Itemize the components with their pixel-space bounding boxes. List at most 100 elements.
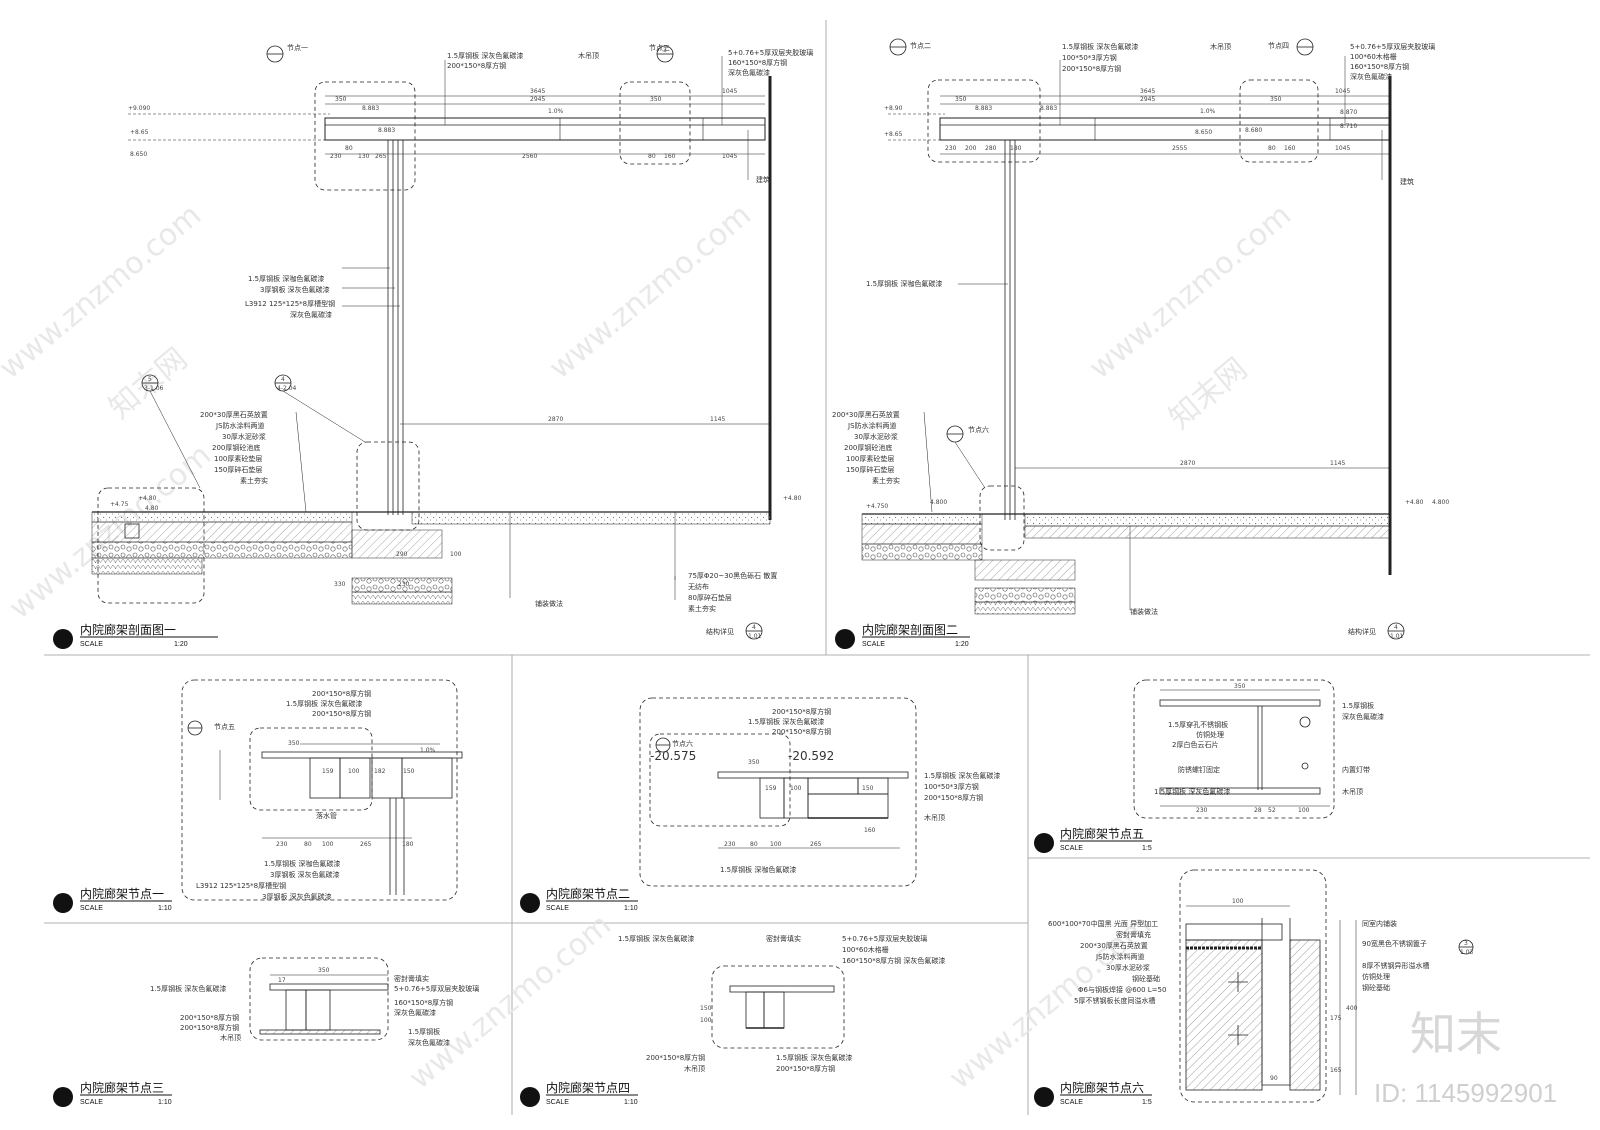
elev-865: +8.65: [130, 129, 149, 136]
span-2870: 2870: [548, 416, 563, 423]
n5-note-6: 防锈螺钉固定: [1178, 765, 1220, 774]
scale-label-4: SCALE: [546, 905, 569, 912]
small-dim-290: 290: [396, 551, 408, 558]
s2-low-200: 200: [965, 145, 977, 152]
title-bullet: [1034, 833, 1054, 853]
n6-note-2: 密封膏填充: [1116, 930, 1151, 939]
n3-note-2: 密封膏填实: [394, 974, 429, 983]
n5-note-9: 木吊顶: [1342, 787, 1363, 796]
title-block-section-2: 内院廊架剖面图二 SCALE 1:20: [835, 622, 970, 649]
s2-wood: 木吊顶: [1210, 42, 1231, 51]
n1-bottom-3: L3912 125*125*8厚槽型钢: [196, 881, 286, 890]
n6-dim-165: 165: [1330, 1067, 1342, 1074]
n5-note-2: 深灰色氟碳漆: [1342, 712, 1384, 721]
s2-layer-1: 200*30厚黑石英放置: [832, 410, 900, 419]
s2-span-1145: 1145: [1330, 460, 1345, 467]
scale-value-7: 1:10: [624, 1099, 638, 1106]
n1-note-2: 1.5厚钢板 深灰色氟碳漆: [286, 699, 362, 708]
n3-note-6: 200*150*8厚方钢: [180, 1013, 239, 1022]
dim-total: 3645: [530, 88, 545, 95]
n2-dim-100: 100: [790, 785, 802, 792]
n6-note-9: 同室内铺装: [1362, 919, 1397, 928]
node-2-drawing: [639, 697, 917, 887]
image-id: ID: 1145992901: [1374, 1078, 1557, 1108]
scale-value-5: 1:5: [1142, 845, 1152, 852]
node-3-labels: 350 17 1.5厚钢板 深灰色氟碳漆 密封膏填实 5+0.76+5厚双层夹胶…: [150, 967, 479, 1047]
s2-low-2555: 2555: [1172, 145, 1187, 152]
scale-label-3: SCALE: [80, 905, 103, 912]
brand-overlay: 知末 ID: 1145992901: [1374, 1007, 1557, 1108]
title-block-node-4: 内院廊架节点四 SCALE 1:10: [520, 1080, 638, 1107]
s2-layer-5: 100厚素砼垫层: [846, 454, 894, 463]
s2-glass-2: 100*60木格栅: [1350, 52, 1397, 61]
n4-note-2: 密封膏填实: [766, 934, 801, 943]
n5-dim-top: 350: [1234, 683, 1246, 690]
layer-5: 100厚素砼垫层: [214, 454, 262, 463]
dim-low-80b: 80: [648, 153, 656, 160]
s2-elev-865: +8.65: [884, 131, 903, 138]
n2-dim-350: 350: [748, 759, 760, 766]
n1-note-1: 200*150*8厚方钢: [312, 689, 371, 698]
s2-elev-8883a: 8.883: [975, 105, 992, 112]
scale-label-6: SCALE: [80, 1099, 103, 1106]
s2-dim-total: 3645: [1140, 88, 1155, 95]
dim-350b: 350: [650, 96, 662, 103]
n1-dim-230: 230: [276, 841, 288, 848]
n6-note-8: 5厚不锈钢板长度同溢水槽: [1074, 996, 1155, 1005]
col-note-2: 3厚钢板 深灰色氟碳漆: [260, 285, 330, 294]
bottom-note-2: 无纺布: [688, 582, 709, 591]
dim-low-80: 80: [345, 145, 353, 152]
n5-note-5: 2厚白色云石片: [1172, 740, 1218, 749]
scale-value-6: 1:10: [158, 1099, 172, 1106]
n3-dim-350: 350: [318, 967, 330, 974]
s2-ground-480: +4.80: [1405, 499, 1424, 506]
watermark-brand-1: 知末网: [103, 341, 194, 426]
title-node-5: 内院廊架节点五: [1060, 826, 1144, 841]
node-5-labels: 350 1.5厚钢板 深灰色氟碳漆 1.5厚穿孔不锈钢板 仿铜处理 2厚白色云石…: [1154, 683, 1384, 814]
note-top-1: 1.5厚钢板 深灰色氟碳漆: [447, 51, 523, 60]
title-bullet: [835, 629, 855, 649]
s2-low-180: 180: [1010, 145, 1022, 152]
note-wood: 木吊顶: [578, 51, 599, 60]
scale-value-1: 1:20: [174, 641, 188, 648]
s2-low-280: 280: [985, 145, 997, 152]
s2-ref-struct-sheet: 1.01: [1390, 633, 1404, 640]
title-bullet: [520, 893, 540, 913]
n4-note-7: 木吊顶: [684, 1064, 705, 1073]
node-4-drawing: [711, 965, 845, 1049]
n2-dim-265: 265: [810, 841, 822, 848]
n1-dim-80: 80: [304, 841, 312, 848]
title-bullet: [53, 1087, 73, 1107]
node-6-labels: 100 90 400 175 165 600*100*70中国黑 光面 异型加工…: [1048, 898, 1474, 1082]
dim-low-130: 130: [358, 153, 370, 160]
label-node1: 节点一: [287, 44, 308, 52]
note-glass-2: 160*150*8厚方钢: [728, 58, 787, 67]
detail-callout-node1: [314, 81, 416, 191]
s2-top-1: 1.5厚钢板 深灰色氟碳漆: [1062, 42, 1138, 51]
n2-dim-230: 230: [724, 841, 736, 848]
ground-475: +4.75: [110, 501, 129, 508]
s2-ground-4750: +4.750: [866, 503, 888, 510]
n6-note-7: Φ6与钢板焊接 @600 L=50: [1078, 985, 1166, 994]
n3-note-5: 深灰色氟碳漆: [394, 1008, 436, 1017]
section-1-drawing: [91, 45, 772, 640]
n4-note-9: 200*150*8厚方钢: [776, 1064, 835, 1073]
col-note-4: 深灰色氟碳漆: [290, 310, 332, 319]
small-dim-330: 330: [334, 581, 346, 588]
dim-low-265: 265: [375, 153, 387, 160]
title-node-2: 内院廊架节点二: [546, 886, 630, 901]
n4-note-4: 100*60木格栅: [842, 945, 889, 954]
title-node-3: 内院廊架节点三: [80, 1080, 164, 1095]
n3-note-1: 1.5厚钢板 深灰色氟碳漆: [150, 984, 226, 993]
n3-note-7: 200*150*8厚方钢: [180, 1023, 239, 1032]
n2-dim-159: 159: [765, 785, 777, 792]
note-top-2: 200*150*8厚方钢: [447, 61, 506, 70]
node-6-drawing: [1179, 869, 1474, 1103]
note-glass-1: 5+0.76+5厚双层夹胶玻璃: [728, 48, 813, 57]
node-3-drawing: [249, 957, 389, 1041]
s2-dim-1045: 1045: [1335, 88, 1350, 95]
title-node-6: 内院廊架节点六: [1060, 1080, 1144, 1095]
n6-note-1: 600*100*70中国黑 光面 异型加工: [1048, 919, 1158, 928]
s2-layer-7: 素土夯实: [872, 476, 900, 485]
